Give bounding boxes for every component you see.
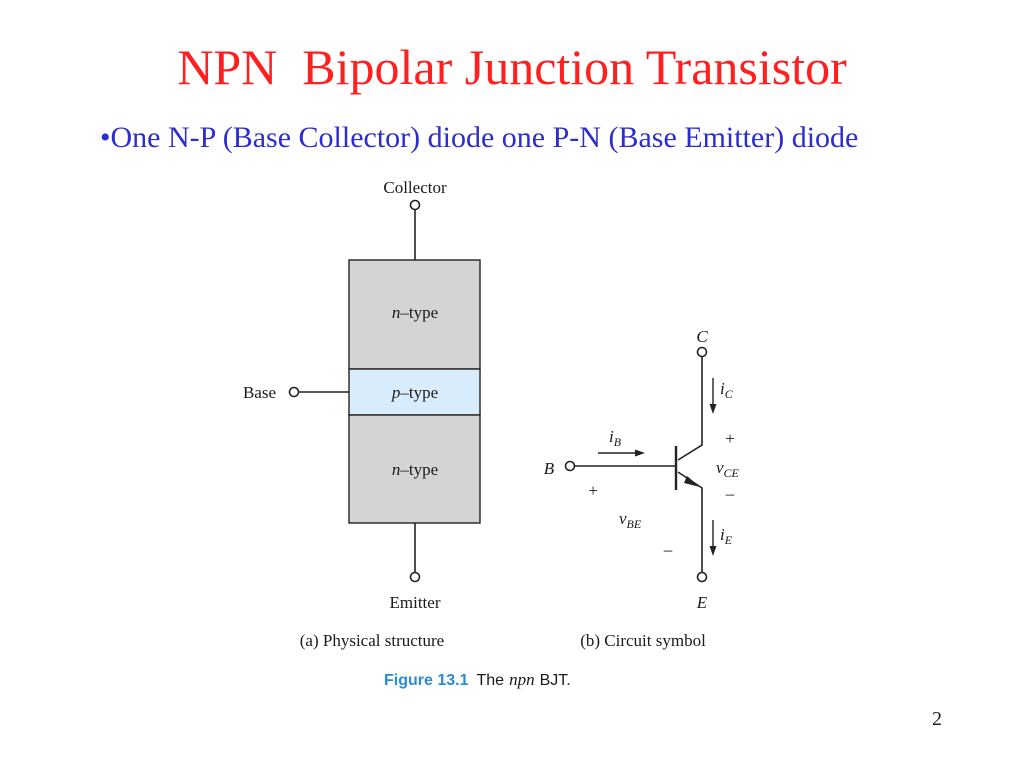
emitter-wire: [677, 471, 703, 572]
collector-terminal: [409, 199, 421, 211]
terminal-c-label: C: [696, 327, 708, 346]
ib-arrow-head: [635, 449, 645, 457]
collector-label: Collector: [383, 178, 447, 197]
emitter-arrow: [684, 476, 700, 487]
layer-label-middle: p–type: [391, 383, 438, 402]
slide-title: NPN Bipolar Junction Transistor: [177, 39, 847, 95]
vce-label: vCE: [716, 458, 740, 480]
terminal-b-label: B: [544, 459, 555, 478]
layer-label-bottom: n–type: [392, 460, 438, 479]
ib-label: iB: [609, 427, 622, 449]
circuit-symbol: C B E iC iB + vCE – + vBE – iE (b) Circu…: [544, 327, 740, 650]
vce-minus-sign: –: [725, 484, 735, 503]
emitter-node: [696, 571, 708, 583]
terminal-e-label: E: [696, 593, 708, 612]
vbe-label: vBE: [619, 509, 642, 531]
vbe-minus-sign: –: [663, 540, 673, 559]
ic-label: iC: [720, 379, 734, 401]
caption-physical: (a) Physical structure: [300, 631, 444, 650]
layer-label-top: n–type: [392, 303, 438, 322]
ie-arrow-head: [709, 546, 717, 556]
vce-plus-sign: +: [725, 429, 735, 448]
slide-number: 2: [932, 708, 942, 730]
base-label: Base: [243, 383, 276, 402]
collector-wire: [677, 357, 703, 461]
base-node: [564, 460, 576, 472]
base-terminal: [288, 386, 300, 398]
collector-node: [696, 346, 708, 358]
caption-symbol: (b) Circuit symbol: [580, 631, 706, 650]
emitter-label: Emitter: [390, 593, 441, 612]
ie-label: iE: [720, 525, 733, 547]
vbe-plus-sign: +: [588, 481, 598, 500]
emitter-terminal: [409, 571, 421, 583]
physical-structure: Collector n–type p–type n–type Base Emit…: [243, 178, 481, 650]
ic-arrow-head: [709, 404, 717, 414]
bullet-point: •One N-P (Base Collector) diode one P-N …: [100, 121, 859, 154]
